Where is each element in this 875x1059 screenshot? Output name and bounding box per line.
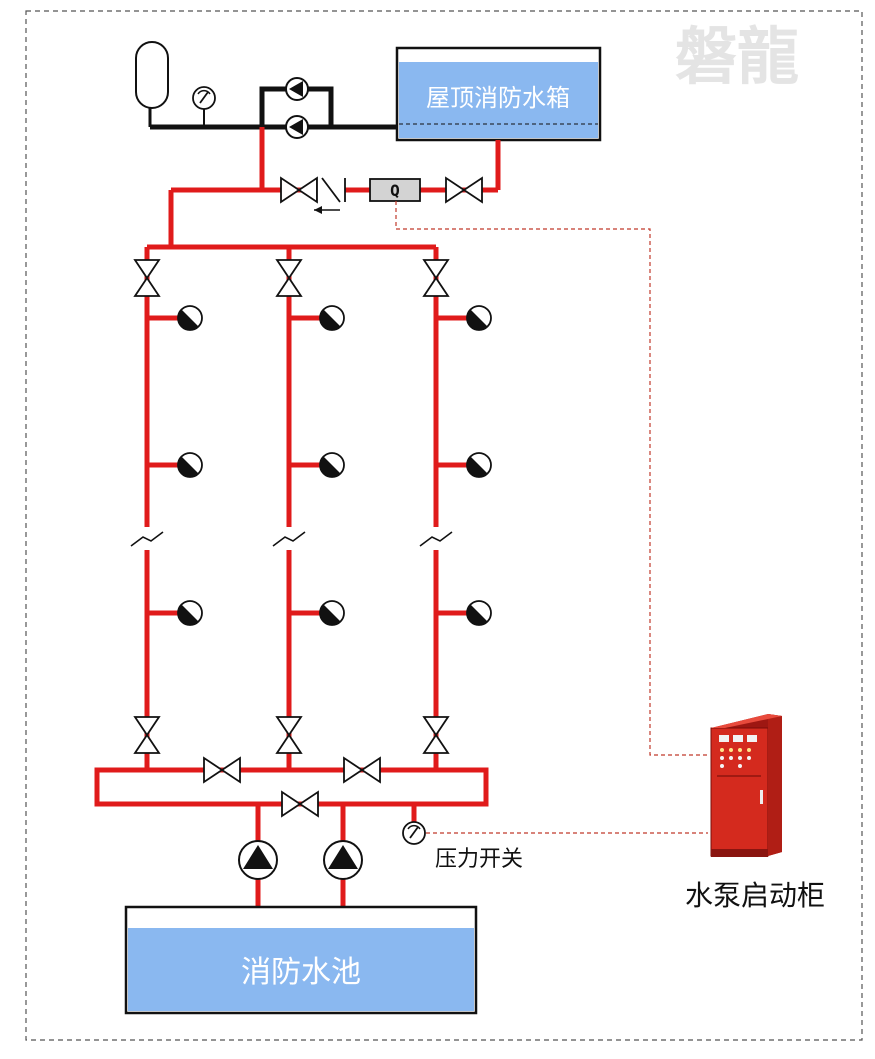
fire-pump-left [238, 840, 278, 880]
pressure-gauge-top [192, 86, 216, 110]
hydrant-icon [319, 600, 345, 626]
roof-fire-water-tank: 屋顶消防水箱 [395, 46, 602, 142]
roof-tank-label: 屋顶消防水箱 [426, 84, 570, 112]
hydrant-icon [319, 452, 345, 478]
booster-pump-lower [285, 115, 309, 139]
ring-valve-right [343, 757, 381, 783]
pipe-break-marks [130, 531, 453, 547]
hydrant-icon [319, 305, 345, 331]
flow-meter-label: Q [390, 181, 400, 200]
booster-pipework [148, 86, 397, 130]
gate-valve-top-right [445, 177, 483, 203]
riser-3-bottom-valve [423, 716, 449, 754]
check-valve-top [314, 177, 346, 214]
riser-2-top-valve [276, 259, 302, 297]
pressure-switch-label: 压力开关 [435, 847, 523, 872]
booster-pump-upper [285, 77, 309, 101]
riser-3-top-valve [423, 259, 449, 297]
hydrant-icon [177, 305, 203, 331]
gate-valve-top-left [280, 177, 318, 203]
hydrant-icon [466, 600, 492, 626]
hydrant-icon [466, 305, 492, 331]
ring-main [94, 767, 489, 907]
control-signal-lines [395, 201, 708, 834]
diagram-frame [25, 10, 863, 1041]
hydrant-icon [177, 600, 203, 626]
riser-2-bottom-valve [276, 716, 302, 754]
fire-pump-right [323, 840, 363, 880]
pressure-vessel [135, 41, 169, 109]
pump-control-cabinet [710, 714, 782, 857]
ring-valve-bottom [281, 791, 319, 817]
hydrant-icon [466, 452, 492, 478]
cabinet-label: 水泵启动柜 [685, 879, 825, 912]
flow-meter: Q [369, 178, 421, 202]
pool-label: 消防水池 [241, 955, 361, 990]
pressure-switch-icon [402, 821, 426, 845]
fire-water-pool: 消防水池 [124, 905, 478, 1015]
hydrant-icon [177, 452, 203, 478]
ring-valve-left [203, 757, 241, 783]
riser-1-bottom-valve [134, 716, 160, 754]
logo-watermark: 磐龍 [675, 20, 799, 93]
riser-1-top-valve [134, 259, 160, 297]
